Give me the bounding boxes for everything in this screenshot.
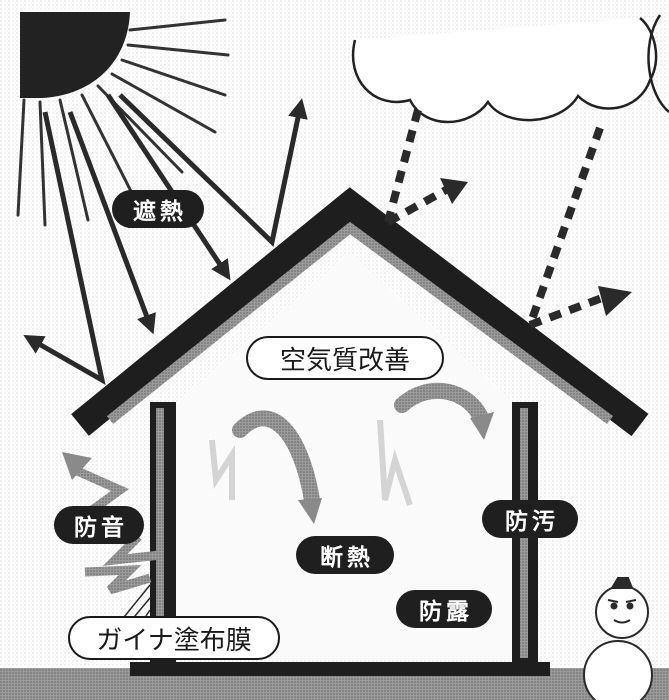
label-anticondensation: 防露 xyxy=(396,590,492,628)
sunray-arrows xyxy=(23,93,308,385)
dashed-arrow-head xyxy=(440,178,468,204)
snowman-icon xyxy=(583,577,653,700)
dashed-arrow-head xyxy=(598,286,632,316)
label-shading: 遮熱 xyxy=(112,190,204,228)
sun-icon xyxy=(16,12,230,227)
label-insulation: 断熱 xyxy=(296,536,394,574)
interior-faint-arrows xyxy=(209,419,413,506)
dashed-arrows xyxy=(384,108,612,329)
label-coating: ガイナ塗布膜 xyxy=(68,616,280,660)
label-soundproof: 防音 xyxy=(54,506,144,544)
cloud-icon xyxy=(351,14,669,124)
interior-air-arrows xyxy=(232,382,490,508)
label-air-quality: 空気質改善 xyxy=(246,336,444,380)
label-antifouling: 防汚 xyxy=(482,500,578,538)
